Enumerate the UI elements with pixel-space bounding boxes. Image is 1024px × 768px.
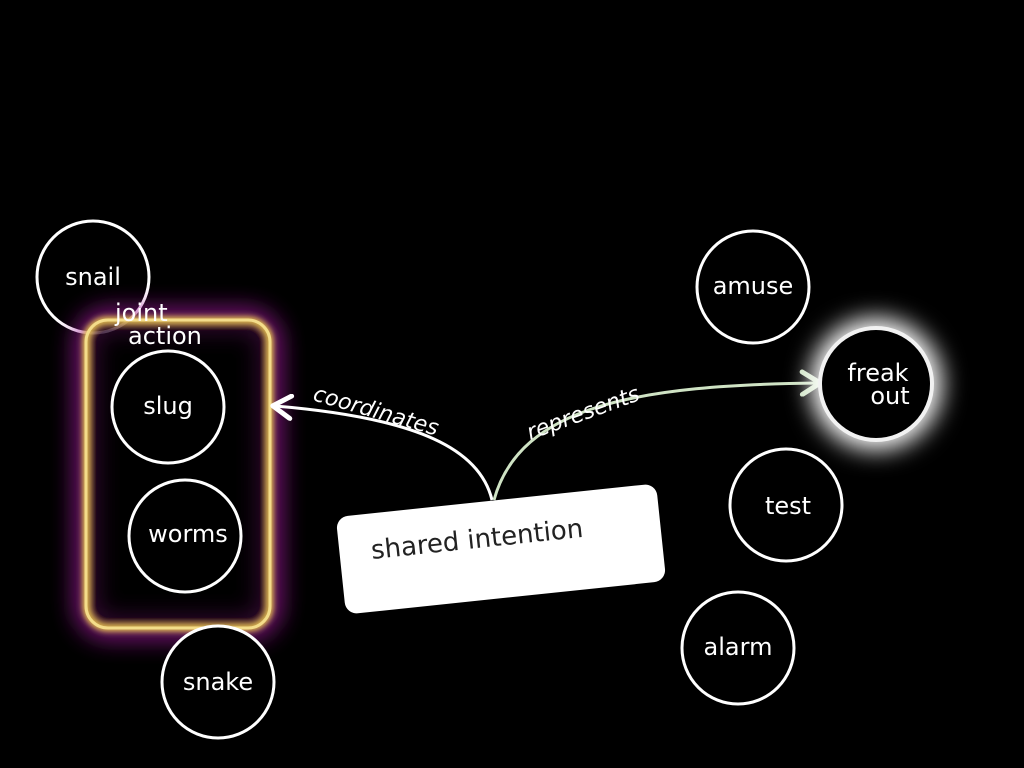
edge-coordinates[interactable]: coordinates bbox=[275, 382, 494, 501]
edge-represents-label: represents bbox=[524, 382, 644, 446]
node-freak-out[interactable]: freak out bbox=[810, 318, 942, 450]
node-snail[interactable]: snail bbox=[35, 219, 151, 335]
group-joint-action-border bbox=[84, 318, 272, 630]
group-joint-action-label-line2: action bbox=[128, 322, 202, 350]
center-shared-intention-box bbox=[336, 484, 666, 614]
node-worms[interactable]: worms bbox=[127, 478, 243, 594]
node-slug[interactable]: slug bbox=[110, 349, 226, 465]
node-slug-circle bbox=[110, 349, 226, 465]
node-test-circle bbox=[728, 447, 844, 563]
node-snail-label: snail bbox=[65, 263, 121, 291]
node-test[interactable]: test bbox=[728, 447, 844, 563]
node-snake-label: snake bbox=[183, 668, 253, 696]
node-alarm-label: alarm bbox=[704, 633, 773, 661]
edge-coordinates-line bbox=[275, 406, 494, 501]
node-slug-label: slug bbox=[143, 392, 193, 420]
node-freak-out-label-line1: freak bbox=[847, 359, 908, 387]
node-worms-label: worms bbox=[148, 520, 228, 548]
node-amuse[interactable]: amuse bbox=[695, 229, 811, 345]
node-snake-circle bbox=[160, 624, 276, 740]
edge-represents-line bbox=[492, 383, 818, 501]
node-amuse-circle bbox=[695, 229, 811, 345]
node-alarm[interactable]: alarm bbox=[680, 590, 796, 706]
group-joint-action-label-line1: joint bbox=[114, 299, 168, 327]
node-alarm-circle bbox=[680, 590, 796, 706]
node-amuse-label: amuse bbox=[713, 272, 794, 300]
node-worms-circle bbox=[127, 478, 243, 594]
node-freak-out-label-line2: out bbox=[870, 382, 909, 410]
node-snake[interactable]: snake bbox=[160, 624, 276, 740]
node-freak-out-circle bbox=[822, 330, 930, 438]
node-test-label: test bbox=[765, 492, 811, 520]
center-shared-intention[interactable]: shared intention bbox=[336, 483, 666, 614]
